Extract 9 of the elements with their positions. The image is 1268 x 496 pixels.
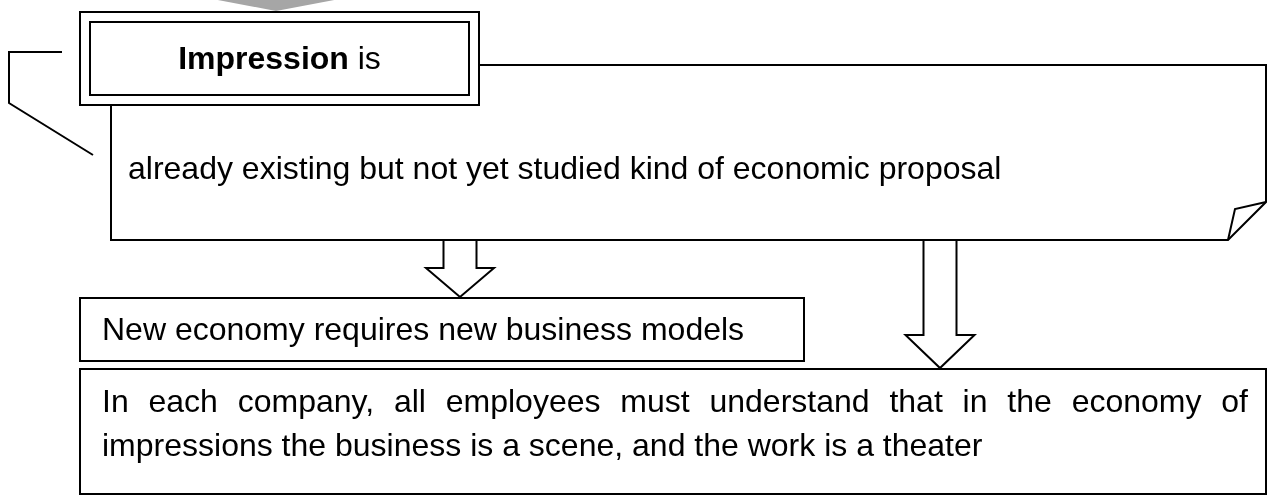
body-text: In each company, all employees must understand that in the economy of impressions the business is a scene, and the work is a theater bbox=[102, 382, 1248, 465]
process-box bbox=[79, 368, 1267, 495]
body-text: New economy requires new business models bbox=[102, 310, 746, 349]
title-text: Impression is bbox=[177, 39, 382, 78]
process-box bbox=[79, 297, 805, 362]
title-box bbox=[79, 11, 480, 106]
block-arrow bbox=[423, 239, 497, 299]
block-arrow bbox=[903, 239, 977, 370]
body-text: already existing but not yet studied kind of economic proposal bbox=[128, 149, 1003, 188]
